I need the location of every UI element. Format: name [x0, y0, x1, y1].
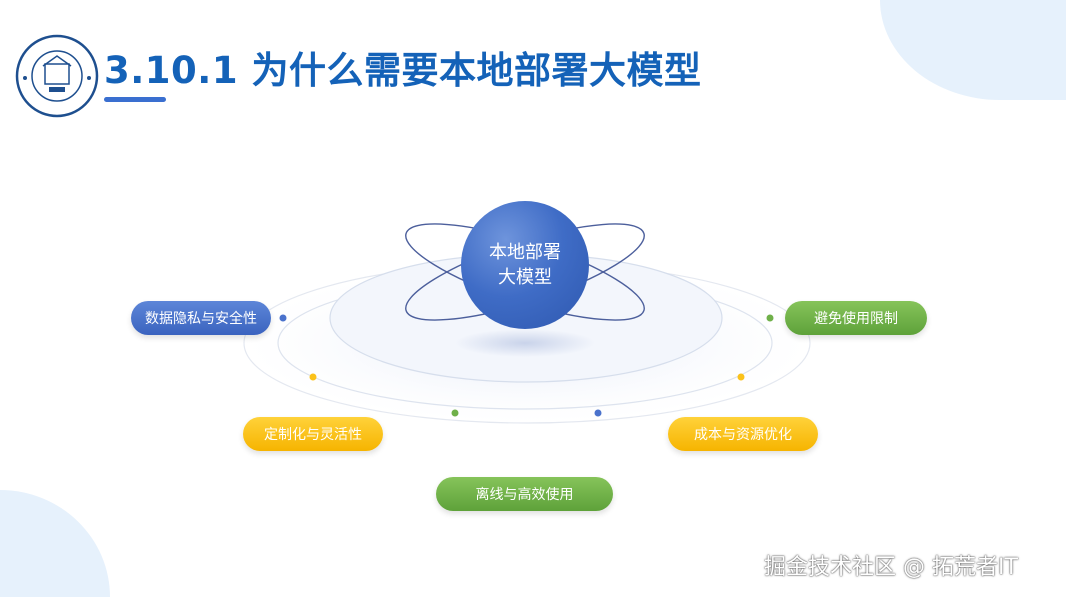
item-cost-optimization: 成本与资源优化 [668, 417, 818, 451]
item-avoid-limits: 避免使用限制 [785, 301, 927, 335]
item-privacy-security: 数据隐私与安全性 [131, 301, 271, 335]
dot-cost [737, 373, 745, 381]
dot-offline-blue [594, 409, 602, 417]
title-underline [104, 97, 166, 102]
sphere-shadow [455, 329, 595, 357]
center-label: 本地部署 大模型 [462, 240, 588, 290]
page-title: 3.10.1 为什么需要本地部署大模型 [104, 49, 702, 92]
dot-custom [309, 373, 317, 381]
university-logo [15, 34, 99, 118]
watermark: 掘金技术社区 @ 拓荒者IT [764, 555, 1018, 580]
dot-offline-green [451, 409, 459, 417]
dot-limits [766, 314, 774, 322]
item-customization: 定制化与灵活性 [243, 417, 383, 451]
item-offline-efficiency: 离线与高效使用 [436, 477, 613, 511]
center-label-line1: 本地部署 [489, 242, 561, 263]
center-sphere [461, 201, 589, 329]
center-label-line2: 大模型 [498, 267, 552, 288]
dot-privacy [279, 314, 287, 322]
